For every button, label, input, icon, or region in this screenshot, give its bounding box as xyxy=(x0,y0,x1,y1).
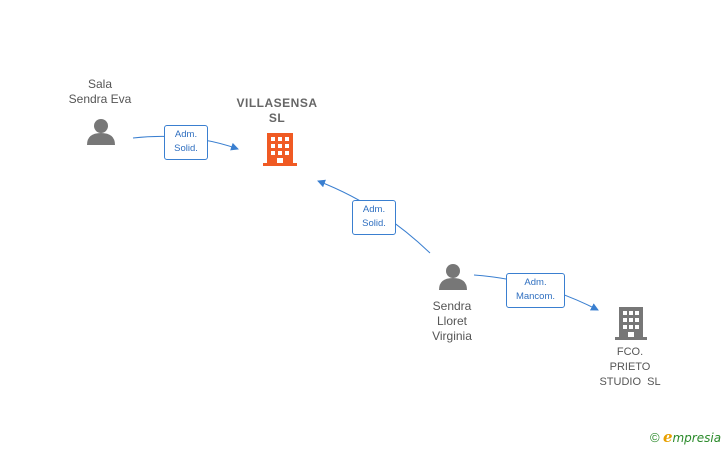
building-icon[interactable] xyxy=(263,133,297,166)
person-label-sendra[interactable]: Sendra Lloret Virginia xyxy=(406,299,498,344)
person-name-line: Virginia xyxy=(432,329,472,343)
person-icon[interactable] xyxy=(87,119,115,145)
company-name-line: VILLASENSA xyxy=(236,96,318,110)
relation-label-sala-villasensa[interactable]: Adm. Solid. xyxy=(164,125,208,160)
person-name-line: Sendra Eva xyxy=(68,92,132,106)
company-name-line: SL xyxy=(268,111,286,125)
company-name-line: FCO. xyxy=(616,346,644,358)
company-label-villasensa[interactable]: VILLASENSA SL xyxy=(220,96,334,126)
building-icon[interactable] xyxy=(615,307,647,340)
person-label-sala[interactable]: Sala Sendra Eva xyxy=(48,77,152,107)
relation-label-sendra-villasensa[interactable]: Adm. Solid. xyxy=(352,200,396,235)
relation-line: Mancom. xyxy=(515,291,556,302)
relation-line: Solid. xyxy=(362,218,386,229)
logo-wordmark: mpresia xyxy=(672,431,722,445)
relation-line: Adm. xyxy=(524,277,547,288)
empresia-logo[interactable]: © empresia xyxy=(650,428,721,448)
company-name-line: PRIETO xyxy=(609,361,651,373)
relation-line: Adm. xyxy=(362,204,386,215)
person-name-line: Sala xyxy=(87,77,113,91)
logo-letter-e: e xyxy=(662,428,673,446)
copyright-symbol: © xyxy=(650,430,660,445)
company-name-line: STUDIO SL xyxy=(599,376,661,388)
person-name-line: Lloret xyxy=(436,314,468,328)
relation-line: Adm. xyxy=(174,129,198,140)
person-icon[interactable] xyxy=(439,264,467,290)
company-label-fco[interactable]: FCO. PRIETO STUDIO SL xyxy=(580,345,680,390)
person-name-line: Sendra xyxy=(432,299,472,313)
relation-line: Solid. xyxy=(174,143,198,154)
relation-label-sendra-fco[interactable]: Adm. Mancom. xyxy=(506,273,565,308)
